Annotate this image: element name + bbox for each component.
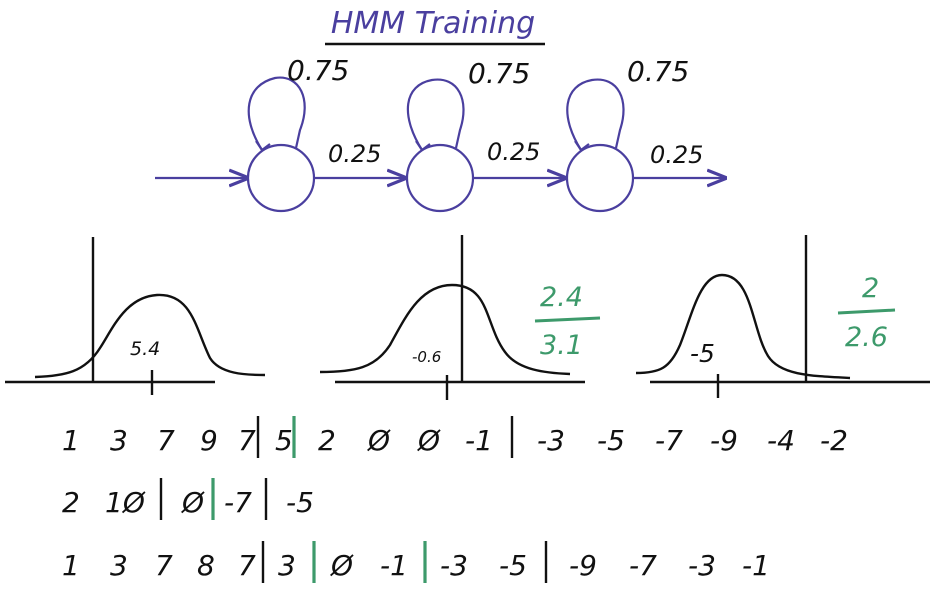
observation-value: -7 bbox=[224, 486, 252, 519]
observation-value: -1 bbox=[465, 424, 493, 457]
observation-value: 5 bbox=[275, 424, 293, 457]
observation-value: Ø bbox=[417, 424, 441, 457]
observation-value: Ø bbox=[181, 486, 205, 519]
hmm-state-diagram bbox=[155, 76, 725, 213]
plot-1-gaussian-curve bbox=[34, 293, 266, 379]
page-title: HMM Training bbox=[331, 6, 535, 41]
state-3-next-prob: 0.25 bbox=[650, 141, 703, 169]
state-2-node bbox=[405, 143, 475, 213]
plot-2-gaussian-curve bbox=[319, 283, 571, 376]
observation-value: Ø bbox=[330, 549, 354, 582]
state-3-self-prob: 0.75 bbox=[627, 55, 689, 88]
state-1-self-loop bbox=[247, 76, 306, 151]
observation-value: -2 bbox=[820, 424, 848, 457]
observation-sequence-2: 2 1Ø Ø -7 -5 bbox=[62, 478, 314, 520]
plot-2-annotation-top: 2.4 bbox=[540, 282, 583, 313]
state-1-next-prob: 0.25 bbox=[328, 140, 381, 168]
emission-plot-1 bbox=[5, 237, 266, 395]
observation-value: 2 bbox=[318, 424, 336, 457]
plot-2-mean-label: -0.6 bbox=[412, 348, 441, 366]
observation-value: 3 bbox=[110, 549, 128, 582]
observation-value: -5 bbox=[597, 424, 625, 457]
observation-value: -9 bbox=[569, 549, 597, 582]
observation-value: -3 bbox=[537, 424, 565, 457]
state-3-self-loop bbox=[566, 78, 625, 151]
observation-value: 1Ø bbox=[105, 486, 146, 519]
observation-value: -7 bbox=[655, 424, 683, 457]
emission-plot-3 bbox=[635, 235, 930, 398]
state-1-loop-arrowhead bbox=[255, 140, 271, 151]
state-3-loop-arrowhead bbox=[574, 140, 590, 151]
state-1-self-prob: 0.75 bbox=[287, 54, 349, 87]
observation-value: Ø bbox=[367, 424, 391, 457]
observation-value: -5 bbox=[499, 549, 527, 582]
state-2-next-prob: 0.25 bbox=[487, 138, 540, 166]
observation-value: -3 bbox=[440, 549, 468, 582]
observation-value: 1 bbox=[62, 549, 80, 582]
state-2-loop-arrowhead bbox=[415, 140, 431, 151]
plot-1-mean-label: 5.4 bbox=[130, 338, 160, 360]
observation-value: -9 bbox=[710, 424, 738, 457]
observation-value: -1 bbox=[380, 549, 408, 582]
observation-value: -5 bbox=[286, 486, 314, 519]
observation-value: 1 bbox=[62, 424, 80, 457]
observation-value: 8 bbox=[197, 549, 215, 582]
plot-3-annotation-top: 2 bbox=[862, 273, 879, 304]
plot-3-mean-label: -5 bbox=[690, 339, 715, 368]
plot-3-annotation-bottom: 2.6 bbox=[845, 322, 888, 353]
observation-value: 7 bbox=[238, 424, 256, 457]
plot-3-gaussian-curve bbox=[635, 273, 851, 380]
state-2-self-loop bbox=[406, 78, 465, 151]
observation-value: 7 bbox=[238, 549, 256, 582]
observation-value: 3 bbox=[278, 549, 296, 582]
state-2-self-prob: 0.75 bbox=[468, 57, 530, 90]
state-3-node bbox=[565, 143, 635, 213]
observation-value: 7 bbox=[155, 549, 173, 582]
plot-3-annotation-bar bbox=[837, 308, 896, 315]
emission-plot-2 bbox=[319, 235, 585, 400]
observation-value: -1 bbox=[742, 549, 770, 582]
observation-value: 3 bbox=[110, 424, 128, 457]
observation-value: -4 bbox=[767, 424, 795, 457]
observation-value: 7 bbox=[157, 424, 175, 457]
observation-value: 2 bbox=[62, 486, 80, 519]
plot-2-annotation-bottom: 3.1 bbox=[540, 330, 583, 361]
plot-2-annotation-bar bbox=[534, 316, 601, 323]
observation-value: 9 bbox=[200, 424, 218, 457]
observation-value: -7 bbox=[629, 549, 657, 582]
state-1-node bbox=[246, 143, 316, 213]
observation-value: -3 bbox=[688, 549, 716, 582]
